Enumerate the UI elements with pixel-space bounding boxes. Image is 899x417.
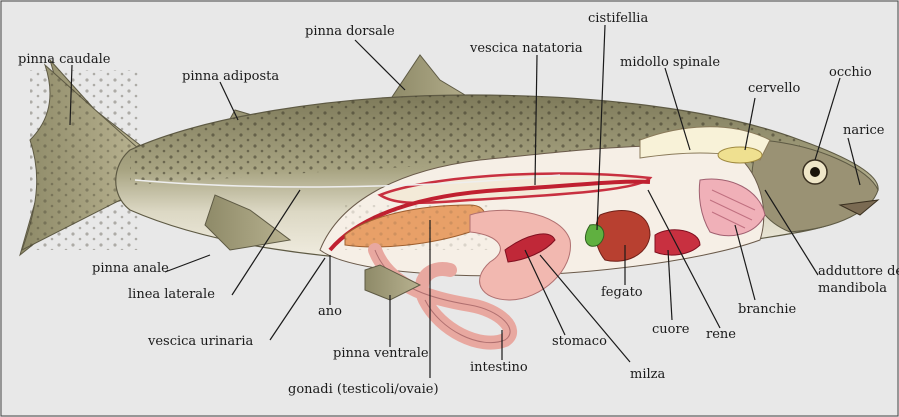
label-pinna-ventrale: pinna ventrale (333, 346, 429, 361)
label-intestino: intestino (470, 360, 528, 375)
label-adduttore-line1: adduttore del (818, 264, 899, 279)
label-cuore: cuore (652, 322, 690, 337)
label-cervello: cervello (748, 81, 801, 96)
label-midollo-spinale: midollo spinale (620, 55, 720, 70)
label-gonadi: gonadi (testicoli/ovaie) (288, 382, 439, 397)
label-linea-laterale: linea laterale (128, 287, 215, 302)
label-occhio: occhio (829, 65, 872, 80)
label-pinna-anale: pinna anale (92, 261, 169, 276)
label-fegato: fegato (601, 285, 643, 300)
label-branchie: branchie (738, 302, 796, 317)
label-pinna-dorsale: pinna dorsale (305, 24, 395, 39)
fish-head (752, 140, 878, 232)
gonads-texture (345, 205, 490, 250)
label-vescica-urinaria: vescica urinaria (147, 334, 254, 349)
label-milza: milza (630, 367, 665, 382)
brain (718, 147, 762, 163)
label-stomaco: stomaco (552, 334, 607, 349)
label-ano: ano (318, 304, 342, 319)
label-vescica-natatoria: vescica natatoria (469, 41, 583, 56)
label-narice: narice (843, 123, 885, 138)
label-rene: rene (706, 327, 736, 342)
eye-pupil (810, 167, 820, 177)
label-cistifellia: cistifellia (588, 11, 648, 26)
label-pinna-adiposta: pinna adiposta (182, 69, 279, 84)
label-adduttore-line2: mandibola (818, 281, 887, 296)
label-pinna-caudale: pinna caudale (18, 52, 111, 67)
